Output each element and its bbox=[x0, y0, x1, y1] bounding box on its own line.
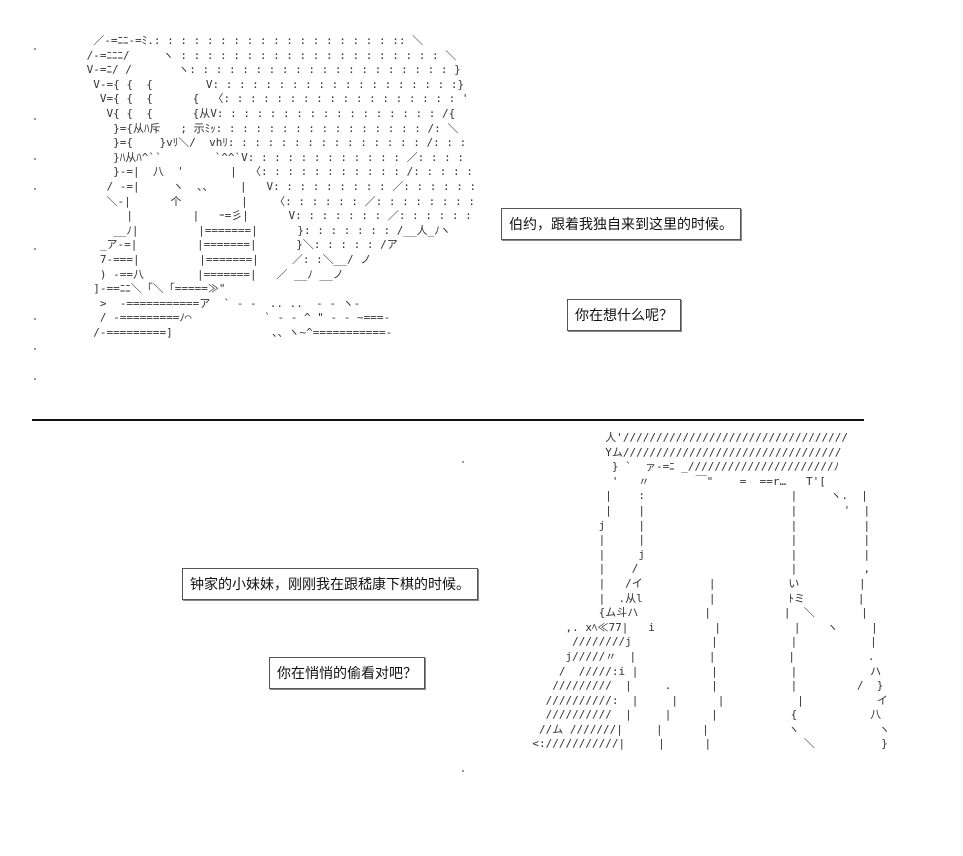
stray-dot bbox=[462, 770, 464, 772]
stray-dot bbox=[34, 118, 36, 120]
speech-bubble-1: 伯约，跟着我独自来到这里的时候。 bbox=[501, 208, 741, 240]
speech-bubble-4: 你在悄悄的偷看对吧？ bbox=[269, 657, 425, 689]
stray-dot bbox=[34, 378, 36, 380]
stray-dot bbox=[34, 318, 36, 320]
ascii-art-figure-seated: ／-=ﾆﾆ-=ﾐ.: : : : : : : : : : : : : : : :… bbox=[86, 34, 477, 339]
panel-divider bbox=[32, 419, 864, 421]
stray-dot bbox=[34, 48, 36, 50]
stray-dot bbox=[34, 248, 36, 250]
stray-dot bbox=[34, 348, 36, 350]
stray-dot bbox=[34, 188, 36, 190]
speech-bubble-2: 你在想什么呢？ bbox=[567, 299, 681, 331]
stray-dot bbox=[34, 158, 36, 160]
stray-dot bbox=[462, 461, 464, 463]
ascii-art-figure-standing: 人'////////////////////////////////// Yム/… bbox=[532, 431, 890, 751]
speech-bubble-3: 钟家的小妹妹，刚刚我在跟嵇康下棋的时候。 bbox=[182, 568, 478, 600]
